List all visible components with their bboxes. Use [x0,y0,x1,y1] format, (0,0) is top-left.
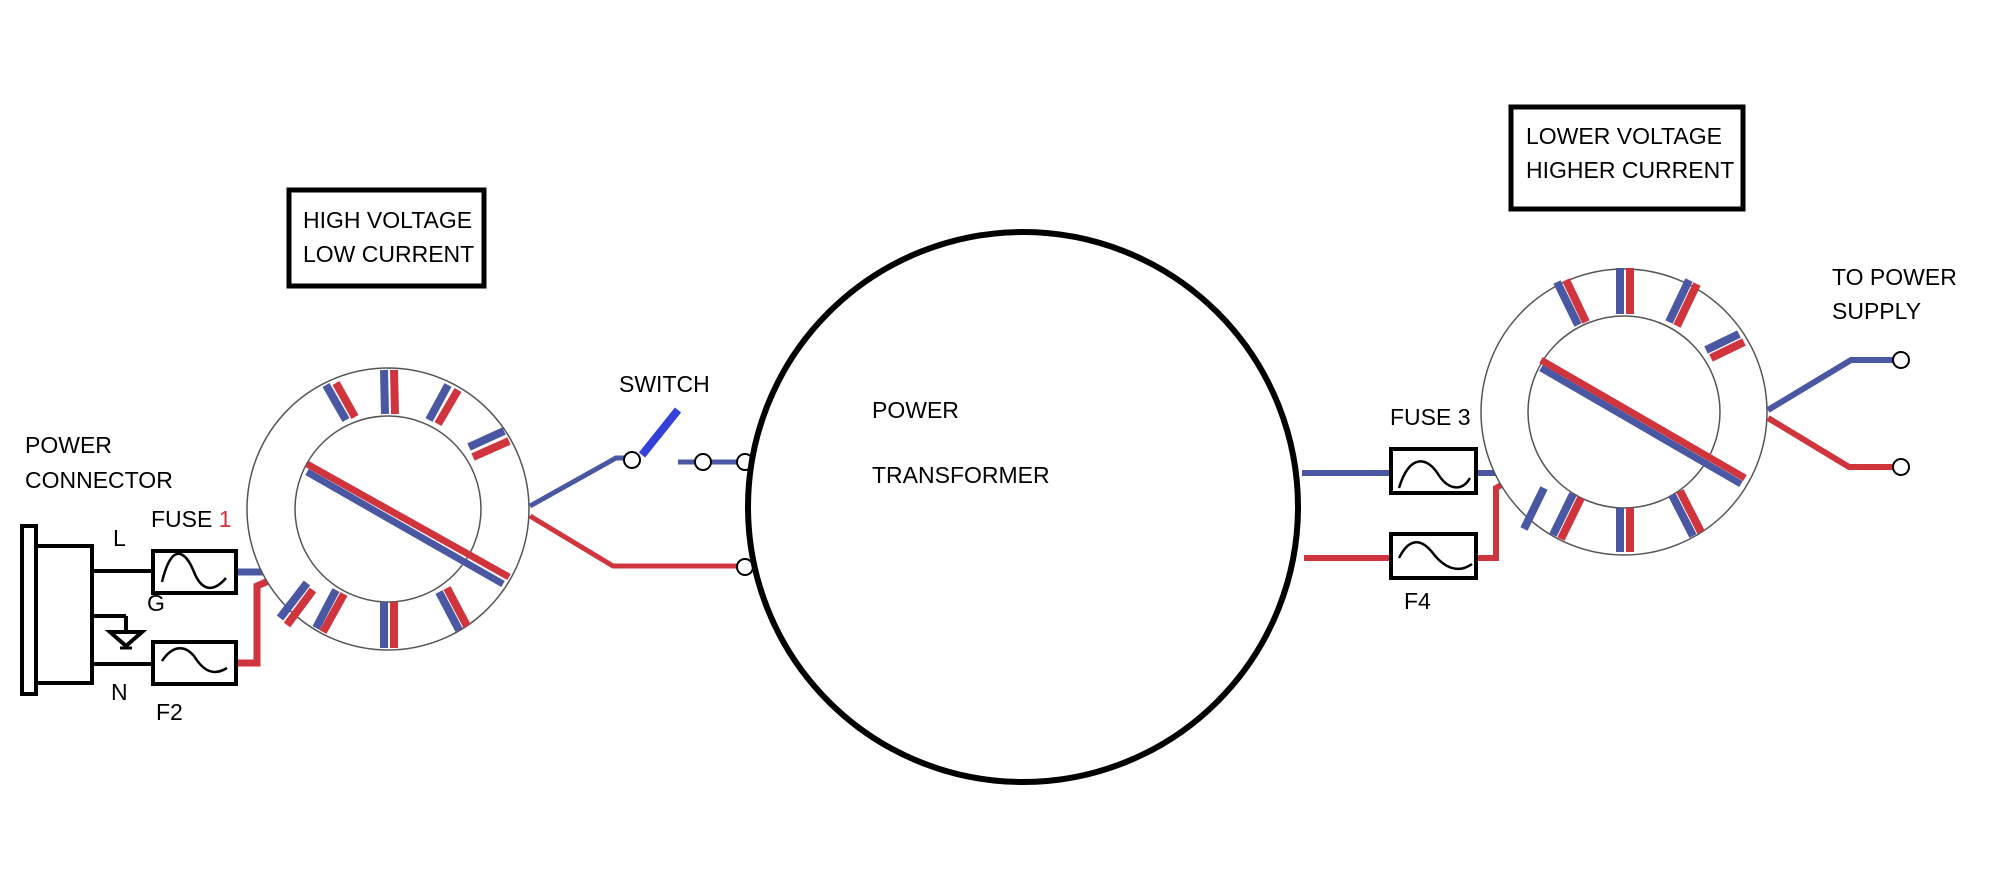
lower-voltage-box [1508,104,1746,212]
power-supply-label-line1: TO POWER [1832,264,1957,290]
ground-icon [104,630,148,650]
high-voltage-box [286,187,487,289]
terminal-n-label: N [111,679,128,705]
terminal-g-label: G [147,590,165,616]
toroid-coil-icon-secondary [1480,268,1768,556]
transformer-label-line1: POWER [872,397,959,423]
output-wiring [1766,351,1910,476]
power-connector-label-line2: CONNECTOR [25,467,173,493]
high-voltage-label-line1: HIGH VOLTAGE [303,207,472,233]
output-terminal-1 [1892,351,1910,369]
fuse1-label: FUSE 1 [151,506,232,532]
power-supply-label-line2: SUPPLY [1832,298,1921,324]
power-connector-icon [20,524,153,696]
fuse-2-icon [151,640,238,686]
power-connector-label-line1: POWER [25,432,112,458]
primary-red-wire [528,513,754,576]
terminal-l-label: L [113,525,126,551]
f2-label: F2 [156,699,183,725]
lower-voltage-label-line2: HIGHER CURRENT [1526,157,1734,183]
fuse-4-icon [1389,532,1478,580]
fuse-1-icon [151,549,238,595]
fuse-3-icon [1389,447,1478,495]
lower-voltage-label-line1: LOWER VOLTAGE [1526,123,1722,149]
fuse3-label: FUSE 3 [1390,404,1471,430]
high-voltage-label-line2: LOW CURRENT [303,241,474,267]
toroid-coil-icon-primary [246,367,530,651]
switch-label: SWITCH [619,371,710,397]
f4-label: F4 [1404,588,1431,614]
power-transformer-icon [745,229,1301,785]
output-terminal-2 [1892,458,1910,476]
switch-icon [528,407,754,509]
transformer-label-line2: TRANSFORMER [872,462,1050,488]
